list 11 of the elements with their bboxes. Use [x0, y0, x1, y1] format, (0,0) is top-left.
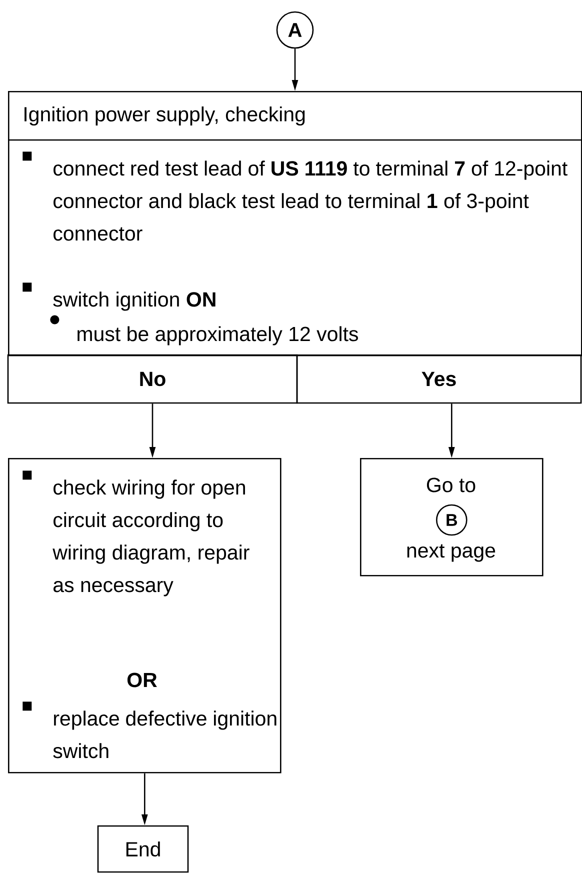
bullet-item: connect red test lead of US 1119 to terminal 7 of 12-point connector and black test lead to terminal 1 of 3-point connector	[22, 152, 568, 241]
goto-text: next page	[407, 544, 496, 562]
or-label: OR	[127, 672, 157, 688]
goto-text: Go to	[426, 478, 476, 492]
bullet-item: replace defective ignition switch	[22, 702, 276, 758]
end-box: End	[97, 825, 189, 873]
answer-cell: Yes	[296, 354, 582, 404]
bullet-item: switch ignition ON	[22, 282, 216, 311]
bullet-item: must be approximately 12 volts	[50, 315, 358, 346]
bullet-item: check wiring for open circuit according to wiring diagram, repair as necessary	[22, 470, 250, 596]
answer-cell: No	[7, 354, 298, 404]
